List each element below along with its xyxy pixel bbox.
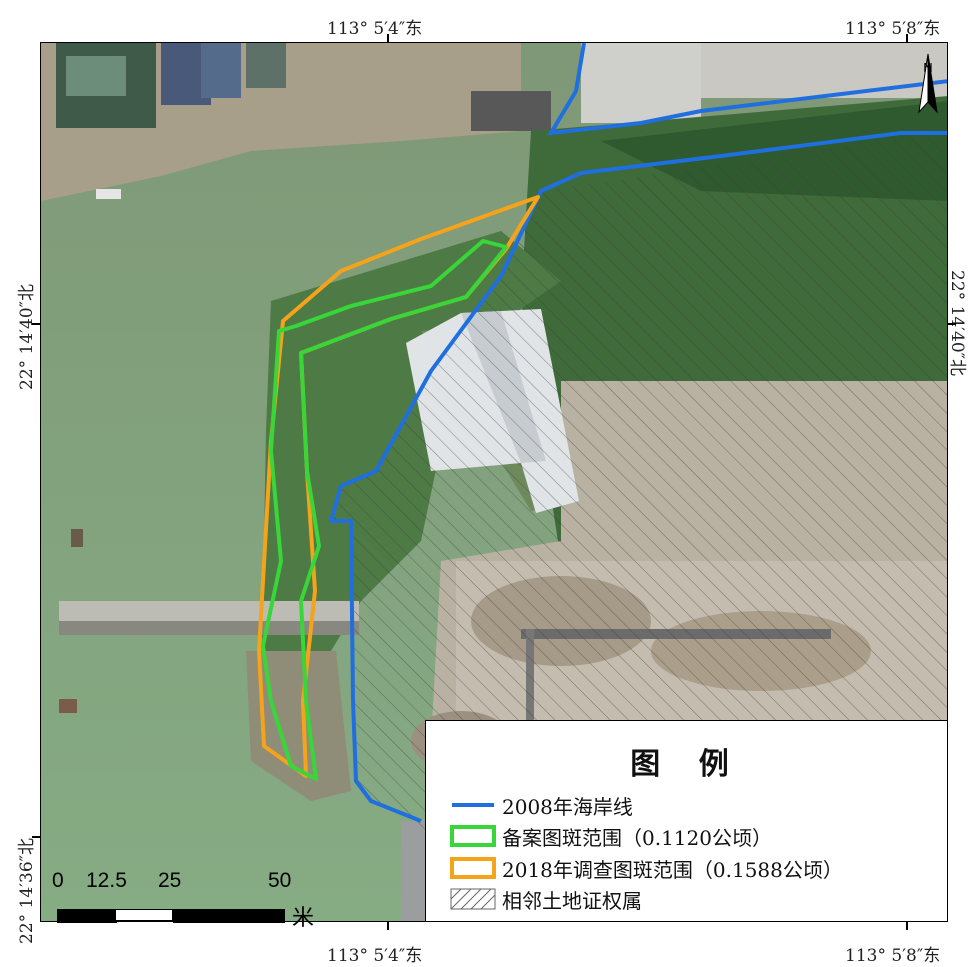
legend-title: 图 例 — [630, 747, 743, 782]
building-top — [471, 91, 551, 131]
filed-polygon — [261, 239, 508, 781]
legend-item-coastline: 2008年海岸线 — [450, 791, 633, 819]
tick-left-upper — [32, 323, 40, 325]
coord-top-left: 113° 5′4″东 — [327, 19, 423, 39]
north-arrow-icon: N — [918, 53, 938, 114]
legend-item-filed: 备案图斑范围（0.1120公顷） — [450, 822, 772, 850]
coord-top-right: 113° 5′8″东 — [845, 19, 941, 39]
jetty — [59, 601, 359, 621]
scale-bar-segment-2 — [115, 909, 173, 921]
ship-4 — [246, 43, 286, 88]
boat-small-1 — [96, 189, 121, 199]
scale-bar-segment-3 — [173, 909, 285, 923]
survey-box-icon — [450, 857, 496, 879]
legend-label-coastline: 2008年海岸线 — [502, 794, 633, 819]
filed-box-icon — [450, 825, 496, 847]
tick-bottom-right — [906, 922, 908, 930]
scale-unit: 米 — [292, 906, 315, 931]
hatch-icon — [450, 888, 496, 910]
shore-south — [246, 651, 351, 801]
scale-label-25: 25 — [158, 869, 182, 892]
building-top-2 — [581, 43, 701, 123]
legend-item-adjacent: 相邻土地证权属 — [450, 885, 642, 913]
scale-label-0: 0 — [52, 869, 64, 892]
coastline-2008 — [329, 131, 947, 823]
legend-label-adjacent: 相邻土地证权属 — [502, 888, 642, 913]
tick-top-right — [906, 34, 908, 42]
legend-label-filed: 备案图斑范围（0.1120公顷） — [502, 825, 772, 850]
ship-3 — [201, 43, 241, 98]
scale-bar-segment-1 — [57, 909, 117, 923]
ship-deck — [66, 56, 126, 96]
tick-bottom-left — [387, 922, 389, 930]
legend: 图 例 2008年海岸线 备案图斑范围（0.1120公顷） 2018年调查图斑范… — [425, 720, 948, 922]
jetty-shadow — [59, 621, 359, 635]
coastline-line-icon — [450, 794, 496, 816]
building-top-3 — [701, 43, 947, 98]
coastline-2008-north — [547, 43, 947, 136]
boat-small-3 — [71, 529, 83, 547]
scale-label-50: 50 — [268, 869, 292, 892]
tick-left-lower — [32, 836, 40, 838]
coord-left-lower: 22° 14′36″北 — [17, 837, 37, 944]
tick-right-upper — [948, 323, 956, 325]
coord-bottom-right: 113° 5′8″东 — [845, 946, 941, 966]
coord-left-upper: 22° 14′40″北 — [17, 283, 37, 390]
coord-bottom-left: 113° 5′4″东 — [327, 946, 423, 966]
legend-item-survey: 2018年调查图斑范围（0.1588公顷） — [450, 854, 843, 882]
scale-label-12-5: 12.5 — [86, 869, 127, 892]
legend-label-survey: 2018年调查图斑范围（0.1588公顷） — [502, 857, 843, 882]
boat-small-2 — [59, 699, 77, 713]
tick-top-left — [387, 34, 389, 42]
north-label: N — [923, 60, 932, 75]
